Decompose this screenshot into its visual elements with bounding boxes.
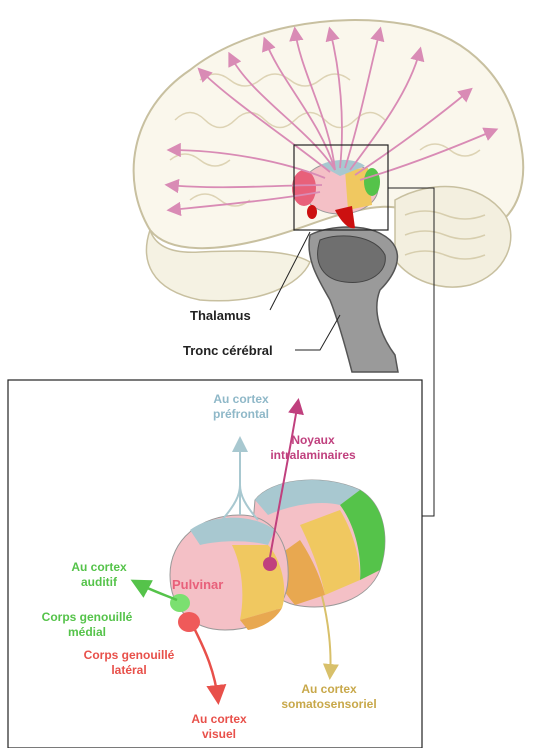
thalamus-mini-pulvinar bbox=[292, 170, 316, 206]
prefrontal-label-line1: Au cortex bbox=[196, 392, 286, 407]
lgn-label: Corps genouillé latéral bbox=[74, 648, 184, 678]
mgn-label-line1: Corps genouillé bbox=[32, 610, 142, 625]
brainstem-leader-line bbox=[295, 315, 340, 350]
pulvinar-label: Pulvinar bbox=[172, 577, 223, 592]
somato-label: Au cortex somatosensoriel bbox=[264, 682, 394, 712]
thalamus-label: Thalamus bbox=[190, 308, 251, 323]
prefrontal-label: Au cortex préfrontal bbox=[196, 392, 286, 422]
thalamus-mini-lgn bbox=[307, 205, 317, 219]
auditory-label: Au cortex auditif bbox=[54, 560, 144, 590]
lgn-label-line1: Corps genouillé bbox=[74, 648, 184, 663]
intralaminar-nucleus bbox=[263, 557, 277, 571]
visual-label-line2: visuel bbox=[174, 727, 264, 742]
somato-label-line2: somatosensoriel bbox=[264, 697, 394, 712]
intralaminar-label: Noyaux intralaminaires bbox=[258, 433, 368, 463]
prefrontal-label-line2: préfrontal bbox=[196, 407, 286, 422]
intralaminar-label-line2: intralaminaires bbox=[258, 448, 368, 463]
auditory-label-line2: auditif bbox=[54, 575, 144, 590]
visual-label: Au cortex visuel bbox=[174, 712, 264, 742]
thalamus-mini-green bbox=[364, 168, 380, 196]
lgn-nucleus bbox=[178, 612, 200, 632]
mgn-nucleus bbox=[170, 594, 190, 612]
cerebellum bbox=[395, 186, 511, 287]
thalamus-mini-red-lower bbox=[335, 206, 355, 228]
auditory-label-line1: Au cortex bbox=[54, 560, 144, 575]
lgn-label-line2: latéral bbox=[74, 663, 184, 678]
mgn-label: Corps genouillé médial bbox=[32, 610, 142, 640]
somato-label-line1: Au cortex bbox=[264, 682, 394, 697]
visual-label-line1: Au cortex bbox=[174, 712, 264, 727]
brainstem-label: Tronc cérébral bbox=[183, 343, 273, 358]
intralaminar-label-line1: Noyaux bbox=[258, 433, 368, 448]
mgn-label-line2: médial bbox=[32, 625, 142, 640]
